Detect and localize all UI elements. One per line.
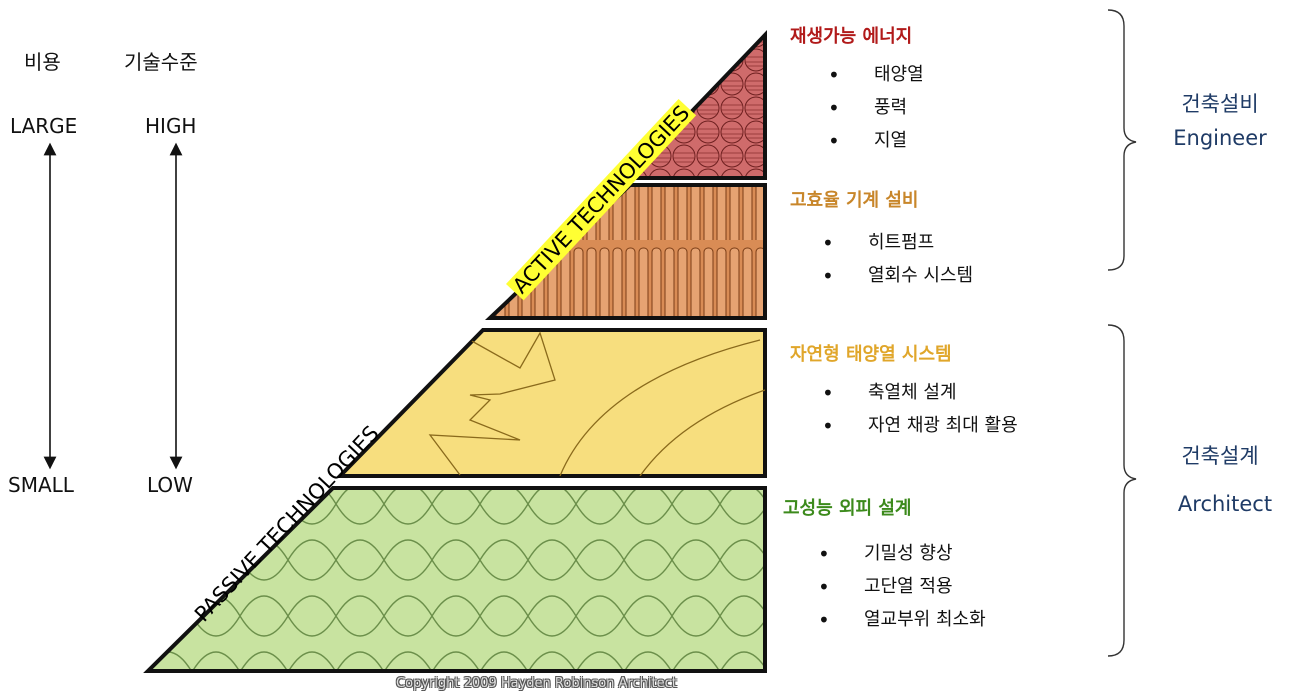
list-item: 지열 [828, 128, 924, 161]
cost-large-label: LARGE [10, 114, 78, 138]
copyright-notice: Copyright 2009 Hayden Robinson Architect [396, 676, 677, 691]
list-item: 태양열 [828, 62, 924, 95]
renewable-energy-title: 재생가능 에너지 [790, 26, 913, 47]
engineer-role-korean: 건축설비 [1181, 92, 1259, 116]
list-item: 풍력 [828, 95, 924, 128]
engineer-role-english: Engineer [1173, 126, 1267, 150]
high-performance-envelope-title: 고성능 외피 설계 [783, 498, 912, 519]
passive-solar-system-list: 축열체 설계 자연 채광 최대 활용 [822, 380, 1018, 446]
list-item: 열교부위 최소화 [818, 607, 986, 640]
cost-small-label: SMALL [8, 473, 74, 497]
list-item: 히트펌프 [822, 230, 973, 263]
list-item: 기밀성 향상 [818, 541, 986, 574]
high-performance-envelope-list: 기밀성 향상 고단열 적용 열교부위 최소화 [818, 541, 986, 640]
tech-level-axis-header: 기술수준 [124, 50, 198, 74]
passive-solar-tier [335, 328, 767, 478]
architect-role-korean: 건축설계 [1181, 444, 1259, 468]
tech-high-label: HIGH [145, 114, 197, 138]
renewable-energy-list: 태양열 풍력 지열 [828, 62, 924, 161]
architect-brace [1107, 324, 1137, 657]
list-item: 고단열 적용 [818, 574, 986, 607]
list-item: 자연 채광 최대 활용 [822, 413, 1018, 446]
architect-role-english: Architect [1177, 492, 1273, 516]
list-item: 열회수 시스템 [822, 263, 973, 296]
tech-low-label: LOW [147, 473, 193, 497]
engineer-brace [1107, 9, 1137, 271]
mechanical-tier [484, 183, 767, 320]
high-efficiency-mechanical-title: 고효율 기계 설비 [790, 190, 919, 211]
envelope-tier [143, 486, 767, 673]
cost-axis-header: 비용 [24, 50, 61, 74]
list-item: 축열체 설계 [822, 380, 1018, 413]
high-efficiency-mechanical-list: 히트펌프 열회수 시스템 [822, 230, 973, 296]
passive-solar-system-title: 자연형 태양열 시스템 [790, 344, 952, 365]
